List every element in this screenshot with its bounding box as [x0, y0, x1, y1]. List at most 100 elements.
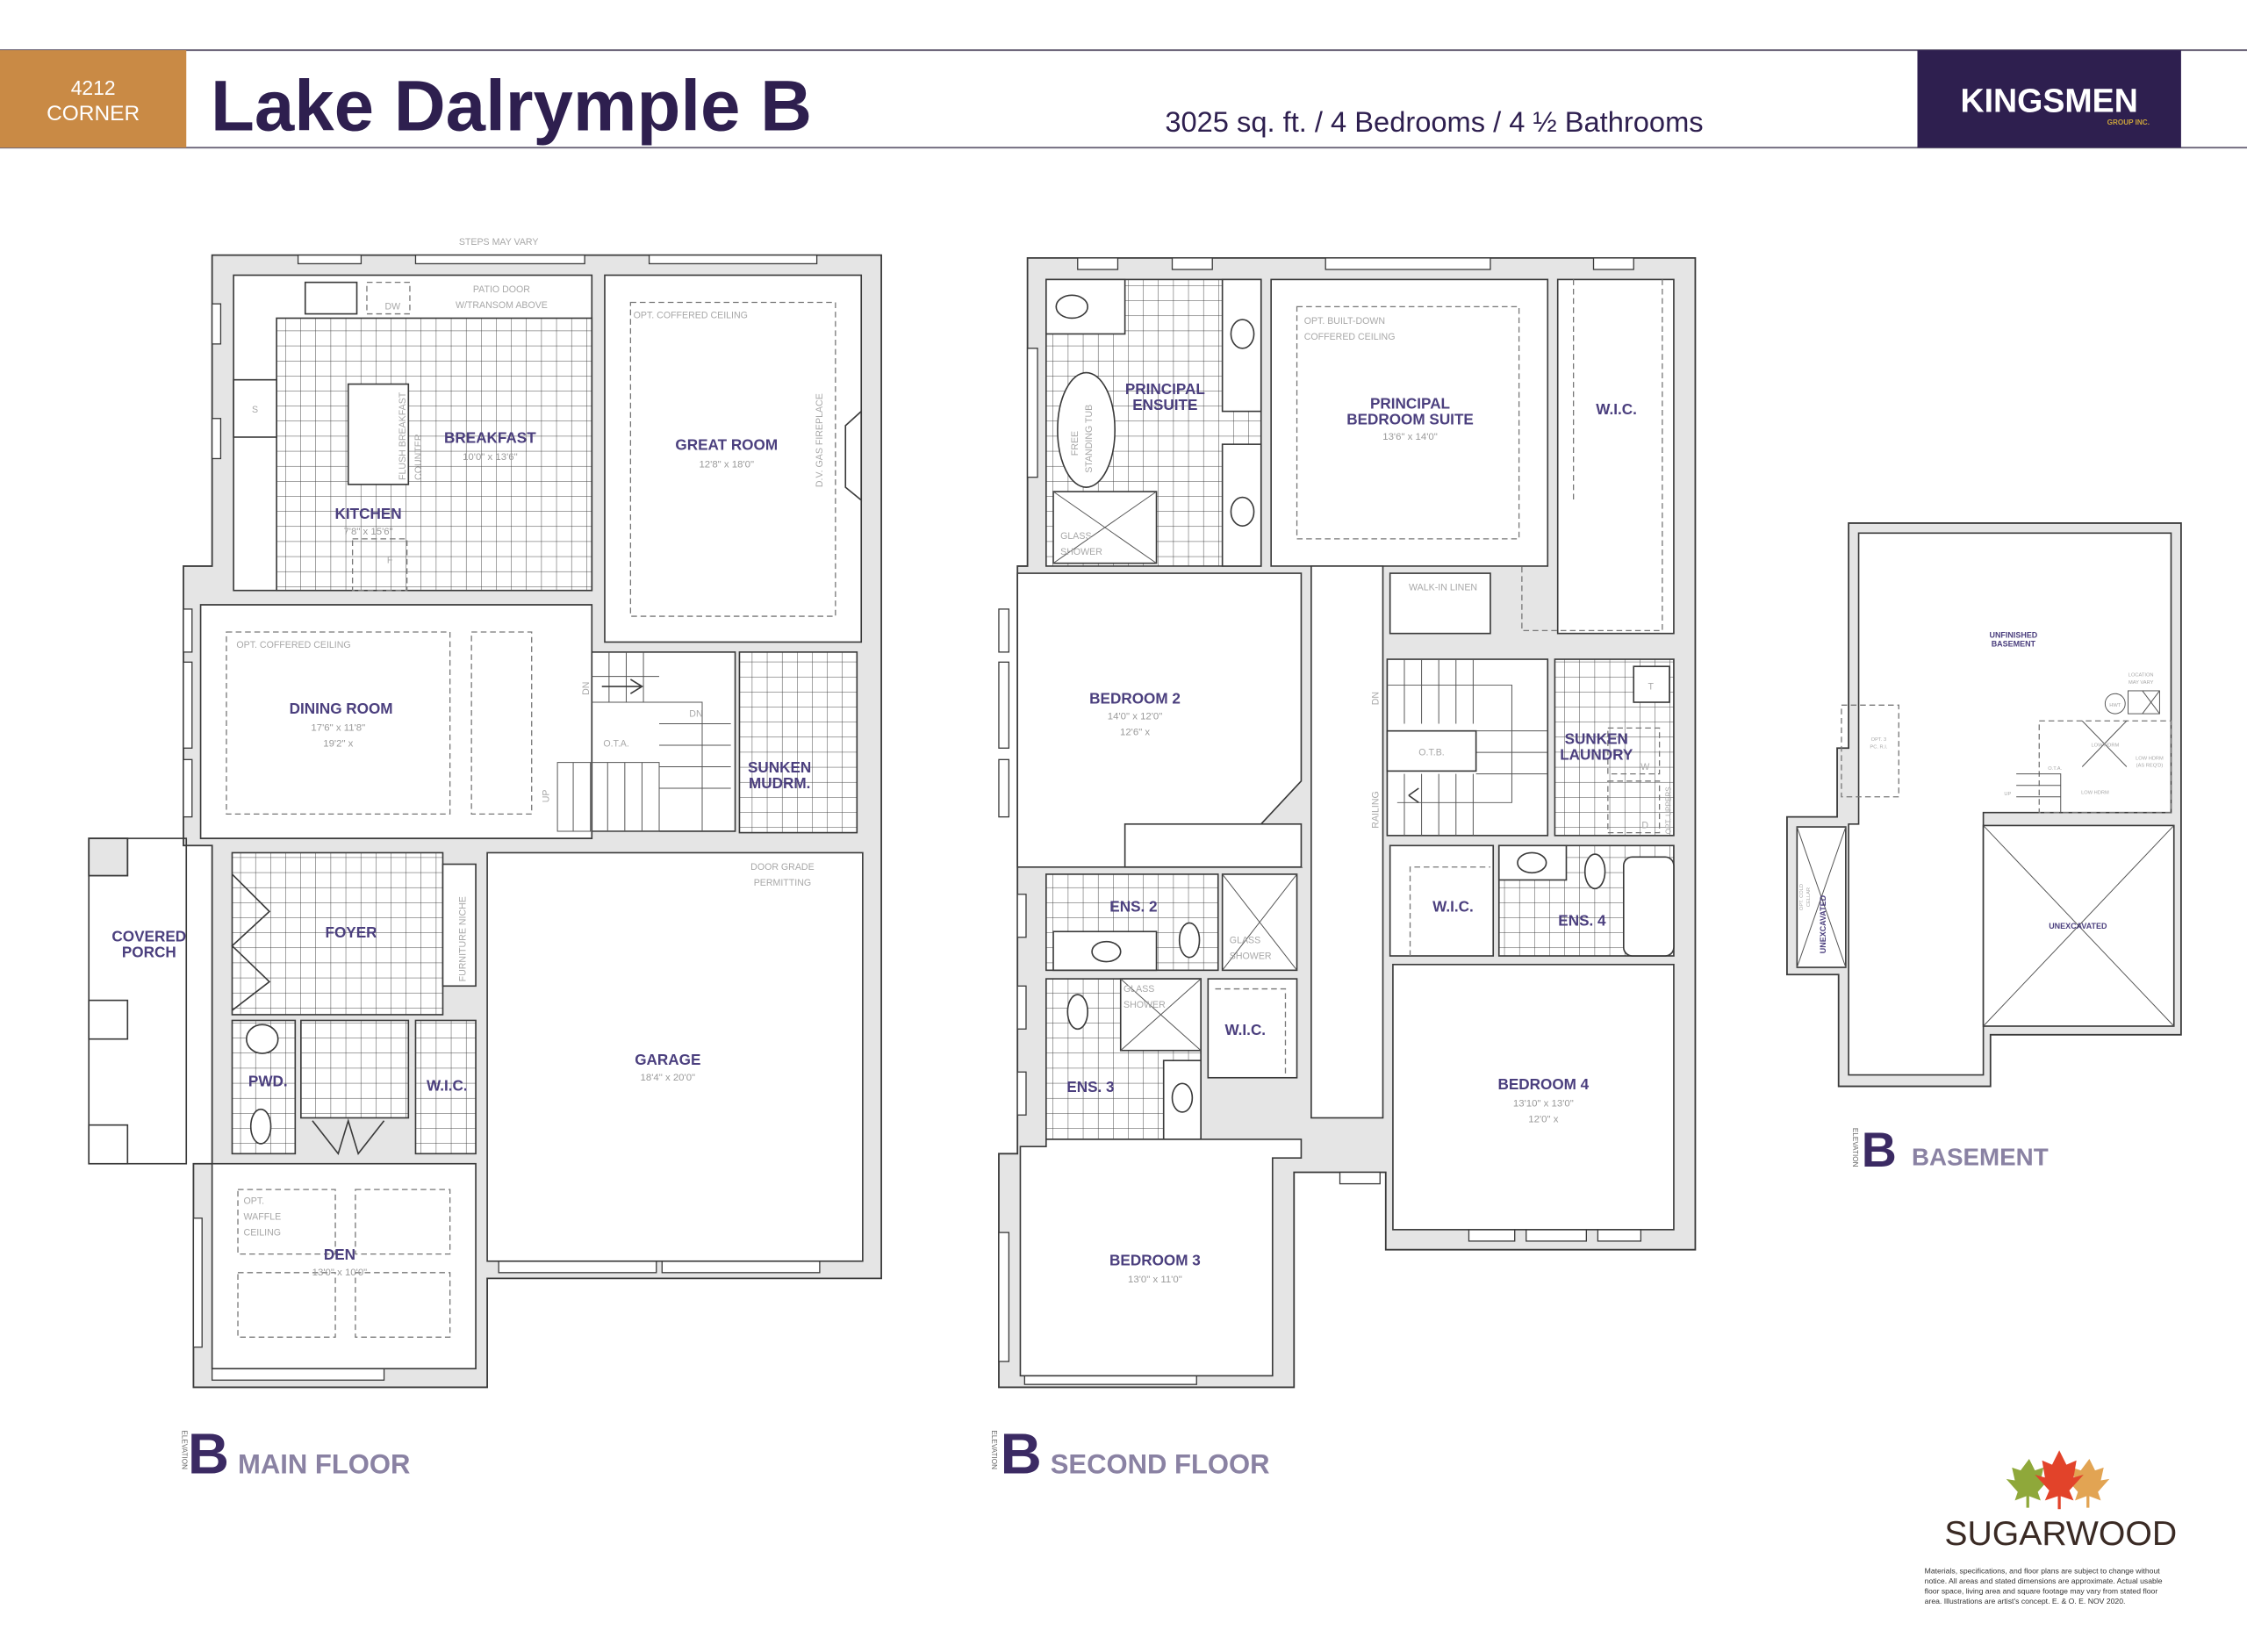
note-location-2: MAY VARY	[2129, 680, 2154, 686]
bedroom-3-dims: 13'0" x 11'0"	[1128, 1275, 1182, 1285]
basement-caption: ELEVATION B BASEMENT	[1851, 1123, 2049, 1177]
den-double-door	[312, 1117, 385, 1156]
den	[211, 1162, 477, 1370]
note-rough-in-1: OPT. 3	[1871, 737, 1886, 743]
bedroom-4-label: BEDROOM 4	[1498, 1075, 1590, 1093]
dishwasher	[366, 282, 411, 315]
note-ota: O.T.A.	[603, 739, 628, 750]
laundry-tub	[1633, 665, 1670, 703]
mudroom-label-1: SUNKEN	[748, 758, 811, 776]
note-washer: W	[1640, 762, 1649, 772]
note-lowhdrm-3b: (AS REQ'D)	[2136, 763, 2164, 768]
principal-suite-label-2: BEDROOM SUITE	[1346, 410, 1474, 427]
kitchen-dims: 7'8" x 15'6"	[343, 527, 392, 537]
note-linen: WALK-IN LINEN	[1409, 583, 1477, 593]
freestanding-tub	[1057, 371, 1116, 488]
note-door-grade-2: PERMITTING	[754, 878, 811, 888]
note-glass-shower-2a: GLASS	[1230, 935, 1260, 945]
waffle-ceiling	[237, 1189, 336, 1255]
lot-number: 4212	[71, 76, 116, 99]
disclaimer: Materials, specifications, and floor pla…	[1925, 1567, 2163, 1605]
note-otb: O.T.B.	[1418, 747, 1444, 758]
bedroom-4-dims: 13'10" x 13'0"	[1513, 1098, 1574, 1109]
ens4-sink	[1517, 851, 1547, 874]
wic4-label: W.I.C.	[1432, 897, 1474, 915]
coffered-ceiling-principal	[1296, 305, 1520, 540]
builder-logo-box	[1917, 50, 2181, 148]
unfinished-basement	[1848, 532, 2172, 1076]
dining-room-dims: 17'6" x 11'8"	[311, 723, 365, 734]
fireplace	[844, 409, 863, 502]
kitchen-sink	[304, 281, 358, 315]
note-dn-2: DN	[689, 708, 702, 719]
second-floor-plan: FREE STANDING TUB GLASS SHOWER PRINCIPAL…	[998, 257, 1697, 1389]
principal-wic-label: W.I.C.	[1596, 400, 1637, 418]
bedroom-2-dims-alt: 12'6" x	[1120, 728, 1150, 738]
furnace	[2128, 690, 2160, 715]
note-glass-shower-3b: SHOWER	[1124, 1000, 1166, 1010]
principal-ensuite-label-2: ENSUITE	[1132, 396, 1197, 413]
elevation-letter: B	[1001, 1421, 1042, 1485]
ens3-label: ENS. 3	[1066, 1078, 1114, 1095]
second-floor-title: SECOND FLOOR	[1051, 1448, 1270, 1479]
rough-in-bath	[1841, 704, 1899, 798]
sunken-mudroom	[738, 651, 858, 834]
note-rough-in-2: PC. R.I.	[1870, 744, 1887, 750]
elevation-letter: B	[188, 1421, 229, 1485]
builder-logo-sub: GROUP INC.	[2107, 119, 2150, 126]
model-title: Lake Dalrymple B	[211, 67, 812, 147]
powder-label: PWD.	[248, 1073, 288, 1090]
great-room-dims: 12'8" x 18'0"	[699, 459, 754, 470]
coffered-ceiling-great	[629, 301, 836, 617]
coffered-ceiling-dining	[226, 631, 451, 815]
note-dishwasher: DW	[385, 302, 401, 312]
bedroom-4-dims-alt: 12'0" x	[1528, 1114, 1558, 1124]
vanity-sink	[1230, 319, 1255, 349]
note-cold-cellar-2: CELLAR	[1806, 887, 1812, 907]
note-waffle-1: OPT.	[244, 1196, 265, 1206]
hot-water-tank	[2104, 693, 2126, 715]
unfinished-label-2: BASEMENT	[1992, 639, 2036, 648]
elevation-letter: B	[1862, 1123, 1897, 1177]
note-lowhdrm-3a: LOW HDRM	[2136, 756, 2164, 761]
note-uppers: OPT. UPPERS	[1665, 786, 1673, 834]
note-niche: FURNITURE NICHE	[458, 896, 469, 981]
note-hwt: HWT	[2109, 703, 2121, 708]
bedroom-2-dims: 14'0" x 12'0"	[1108, 712, 1163, 722]
note-laundry-tub: T	[1648, 681, 1655, 692]
bedroom-3-label: BEDROOM 3	[1109, 1252, 1201, 1269]
wic3-label: W.I.C.	[1224, 1021, 1266, 1038]
main-floor-caption: ELEVATION B MAIN FLOOR	[180, 1421, 410, 1485]
main-floor-windows	[183, 254, 821, 1381]
note-waffle-2: WAFFLE	[244, 1211, 282, 1222]
bedroom-3-wic	[1207, 978, 1298, 1079]
garage-label: GARAGE	[635, 1051, 700, 1068]
upper-stairs	[1386, 658, 1549, 837]
porch-column	[88, 999, 129, 1040]
ens4-bathtub	[1622, 856, 1675, 957]
unexcavated-side-label: UNEXCAVATED	[1819, 894, 1827, 953]
dryer	[1607, 780, 1661, 834]
great-room-label: GREAT ROOM	[675, 436, 778, 454]
upper-hall	[1310, 565, 1384, 1119]
washer	[1607, 727, 1661, 775]
note-patio-1: PATIO DOOR	[473, 284, 530, 295]
waffle-ceiling	[237, 1272, 336, 1338]
note-dn-1: DN	[581, 682, 592, 695]
ens2-toilet	[1178, 922, 1201, 959]
cooktop	[233, 378, 277, 438]
ens4-label: ENS. 4	[1558, 912, 1606, 930]
note-fridge: F	[387, 556, 393, 566]
garage	[486, 851, 864, 1262]
ens2-label: ENS. 2	[1109, 897, 1157, 915]
note-waffle-3: CEILING	[244, 1227, 281, 1238]
note-fireplace: D.V. GAS FIREPLACE	[815, 393, 825, 487]
ensuite-toilet	[1055, 294, 1088, 320]
breakfast-dims: 10'0" x 13'6"	[463, 452, 518, 463]
fridge	[351, 538, 408, 592]
dining-room-dims-alt: 19'2" x	[323, 739, 353, 750]
porch-column	[88, 837, 129, 877]
disclaimer-line: area. Illustrations are artist's concept…	[1925, 1597, 2126, 1605]
note-coffered-dining: OPT. COFFERED CEILING	[236, 640, 350, 650]
